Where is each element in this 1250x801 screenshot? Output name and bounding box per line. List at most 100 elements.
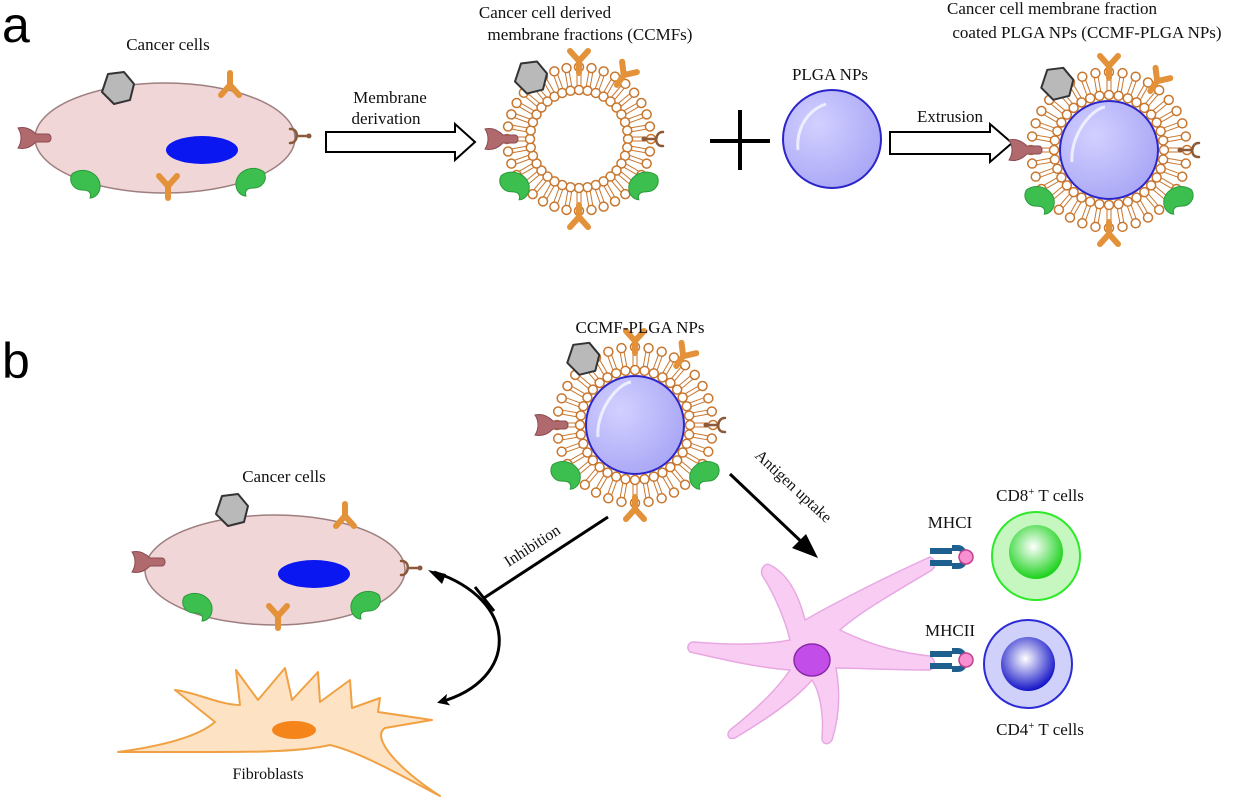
lipid-head [531, 109, 542, 120]
lipid-head [1052, 163, 1063, 175]
lipid-head [1142, 77, 1154, 88]
lipid-head [1113, 90, 1124, 102]
lipid-head [641, 158, 652, 169]
label-antigen-uptake: Antigen uptake [751, 447, 834, 526]
label-cancer-cells-a: Cancer cells [126, 35, 210, 54]
lipid-head [561, 62, 572, 74]
lipid-head [629, 364, 641, 376]
lipid-head [1139, 186, 1150, 198]
membrane-protein-icon [626, 497, 644, 519]
plus-icon [710, 110, 770, 170]
plga-np [782, 89, 882, 189]
lipid-head [611, 165, 622, 176]
lipid-head [594, 461, 605, 473]
crosstalk-double-arrow [428, 570, 501, 706]
label-plga-nps: PLGA NPs [792, 65, 868, 84]
lipid-head [616, 496, 627, 508]
lipid-head [622, 125, 633, 136]
lipid-head [1090, 221, 1101, 233]
lipid-head [1084, 93, 1096, 104]
lipid-head [527, 188, 538, 200]
lipid-head [1064, 212, 1076, 223]
lipid-head [610, 471, 622, 482]
lipid-head [1157, 135, 1169, 146]
lipid-head [1145, 180, 1157, 191]
lipid-head [1130, 71, 1141, 82]
membrane-protein-icon [689, 461, 720, 490]
lipid-head [1026, 158, 1038, 169]
lipid-head [1163, 94, 1175, 106]
lipid-head [1155, 163, 1166, 175]
lipid-head [603, 346, 614, 357]
nucleus-icon [278, 560, 350, 588]
ccmf-vesicle [484, 51, 665, 227]
lipid-head [574, 419, 586, 431]
lipid-head [1068, 102, 1079, 114]
lipid-head [579, 479, 591, 491]
lipid-head [1061, 109, 1073, 120]
lipid-head [1048, 144, 1060, 156]
lipid-head [1084, 196, 1096, 207]
lipid-head [1130, 218, 1141, 229]
lipid-head [1077, 71, 1088, 82]
label-ccmf-title-1: Cancer cell derived [479, 3, 612, 22]
extrusion-arrow [889, 121, 1014, 165]
lipid-head [598, 91, 609, 102]
lipid-head [668, 487, 680, 498]
lipid-head [552, 433, 564, 444]
membrane-protein-icon [570, 205, 588, 227]
lipid-head [671, 384, 683, 395]
lipid-head [594, 377, 605, 389]
lipid-head [1142, 212, 1154, 223]
lipid-head [525, 142, 536, 153]
lipid-head [1122, 196, 1134, 207]
lipid-head [679, 479, 691, 491]
lipid-head [1122, 93, 1134, 104]
label-ccmf-plga-b: CCMF-PLGA NPs [576, 318, 705, 337]
lipid-head [524, 133, 536, 145]
lipid-head [671, 455, 683, 466]
lipid-head [1117, 67, 1128, 79]
lipid-head [616, 158, 627, 169]
lipid-head [536, 165, 547, 176]
lipid-head [1180, 158, 1192, 169]
lipid-head [648, 368, 660, 379]
lipid-head [1036, 105, 1047, 117]
mhcii-icon [929, 647, 974, 673]
lipid-head [1052, 125, 1063, 137]
label-fibroblasts: Fibroblasts [232, 766, 303, 783]
lipid-head [502, 146, 514, 157]
lipid-head [1030, 118, 1041, 129]
lipid-head [549, 201, 560, 212]
lipid-head [1068, 186, 1079, 198]
cancer-cell-a [17, 72, 313, 198]
lipid-head [542, 96, 553, 107]
membrane-derivation-arrow [325, 121, 477, 163]
label-membrane: Membrane [353, 88, 427, 107]
lipid-head [677, 392, 688, 403]
lipid-head [1180, 131, 1192, 142]
lipid-head [573, 182, 585, 194]
cd4-t-cell [983, 619, 1073, 709]
lipid-head [697, 380, 708, 392]
lipid-head [643, 342, 654, 354]
lipid-head [1171, 105, 1182, 117]
lipid-head [657, 467, 668, 478]
lipid-head [665, 461, 676, 473]
membrane-protein-icon [1163, 186, 1194, 215]
lipid-head [605, 171, 616, 182]
lipid-head [1177, 171, 1188, 182]
lipid-head [639, 365, 650, 377]
lipid-head [641, 109, 652, 120]
ccmf-plga-np-b [534, 331, 727, 519]
lipid-head [620, 473, 631, 485]
lipid-head [1139, 102, 1150, 114]
lipid-head [668, 352, 680, 363]
lipid-head [587, 384, 599, 395]
lipid-head [598, 201, 609, 212]
lipid-head [644, 146, 656, 157]
lipid-head [1131, 192, 1142, 203]
lipid-head [605, 96, 616, 107]
fibroblast-nucleus-icon [272, 721, 316, 739]
inhibition-line [473, 515, 609, 612]
